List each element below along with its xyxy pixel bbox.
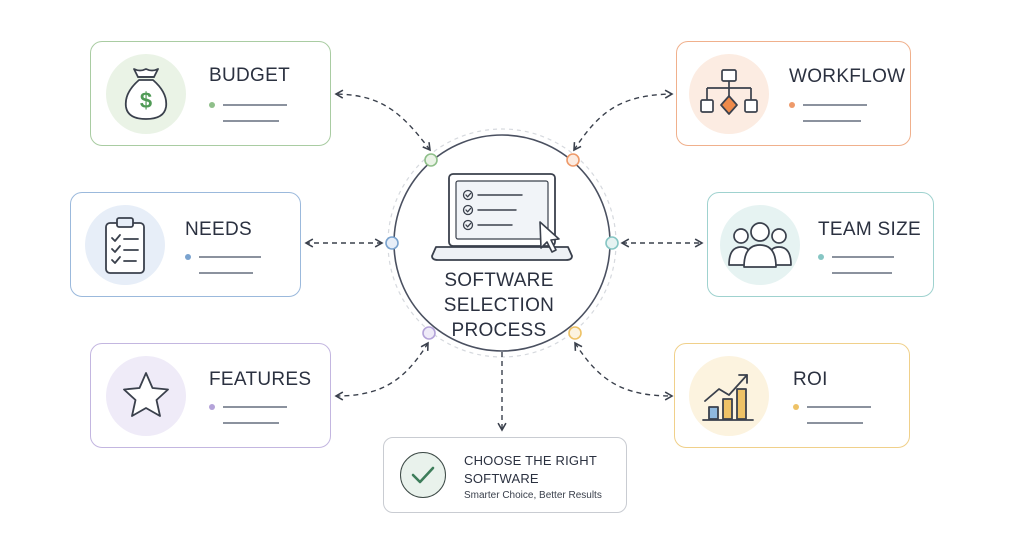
card-team-size[interactable]: TEAM SIZE	[707, 192, 934, 297]
card-budget-bullet	[209, 102, 215, 108]
connector-features	[334, 341, 429, 401]
node-roi	[568, 326, 582, 340]
result-title: CHOOSE THE RIGHT SOFTWARE	[464, 452, 624, 488]
card-roi-title: ROI	[793, 369, 828, 390]
result-title-line-2: SOFTWARE	[464, 471, 539, 486]
card-features-line-1	[223, 406, 287, 408]
hub-label: SOFTWARE SELECTION PROCESS	[414, 268, 584, 343]
card-needs-title: NEEDS	[185, 219, 252, 240]
card-budget[interactable]: $ BUDGET	[90, 41, 331, 146]
hub-label-line-3: PROCESS	[451, 320, 547, 341]
card-budget-title: BUDGET	[209, 65, 290, 86]
node-features	[422, 326, 436, 340]
card-team-size-line-1	[832, 256, 894, 258]
card-needs-bullet	[185, 254, 191, 260]
node-workflow	[566, 153, 580, 167]
connector-workflow	[573, 89, 674, 152]
card-roi-bullet	[793, 404, 799, 410]
result-card[interactable]: CHOOSE THE RIGHT SOFTWARE Smarter Choice…	[383, 437, 627, 513]
connector-roi	[574, 341, 674, 401]
hub-label-line-2: SELECTION	[443, 295, 555, 316]
card-features[interactable]: FEATURES	[90, 343, 331, 448]
card-workflow-title: WORKFLOW	[789, 66, 906, 87]
money-bag-icon: $	[106, 54, 186, 134]
card-features-line-2	[223, 422, 279, 424]
node-needs	[385, 236, 399, 250]
card-team-size-title: TEAM SIZE	[818, 219, 921, 240]
card-roi[interactable]: ROI	[674, 343, 910, 448]
growth-chart-icon	[689, 356, 769, 436]
card-roi-line-1	[807, 406, 871, 408]
svg-text:$: $	[140, 88, 152, 113]
clipboard-checklist-icon	[85, 205, 165, 285]
node-budget	[424, 153, 438, 167]
card-roi-line-2	[807, 422, 863, 424]
node-team-size	[605, 236, 619, 250]
flowchart-icon	[689, 54, 769, 134]
result-title-line-1: CHOOSE THE RIGHT	[464, 453, 597, 468]
card-workflow[interactable]: WORKFLOW	[676, 41, 911, 146]
card-workflow-line-1	[803, 104, 867, 106]
card-features-title: FEATURES	[209, 369, 312, 390]
result-subtitle: Smarter Choice, Better Results	[464, 490, 602, 501]
laptop-checklist-icon	[431, 173, 573, 261]
card-team-size-bullet	[818, 254, 824, 260]
card-team-size-line-2	[832, 272, 892, 274]
star-icon	[106, 356, 186, 436]
connector-budget	[334, 89, 431, 152]
card-workflow-bullet	[789, 102, 795, 108]
card-budget-line-2	[223, 120, 279, 122]
card-features-bullet	[209, 404, 215, 410]
card-workflow-line-2	[803, 120, 861, 122]
checkmark-icon	[400, 452, 446, 498]
team-icon	[720, 205, 800, 285]
card-needs-line-1	[199, 256, 261, 258]
card-budget-line-1	[223, 104, 287, 106]
card-needs-line-2	[199, 272, 253, 274]
hub-label-line-1: SOFTWARE	[444, 270, 554, 291]
card-needs[interactable]: NEEDS	[70, 192, 301, 297]
